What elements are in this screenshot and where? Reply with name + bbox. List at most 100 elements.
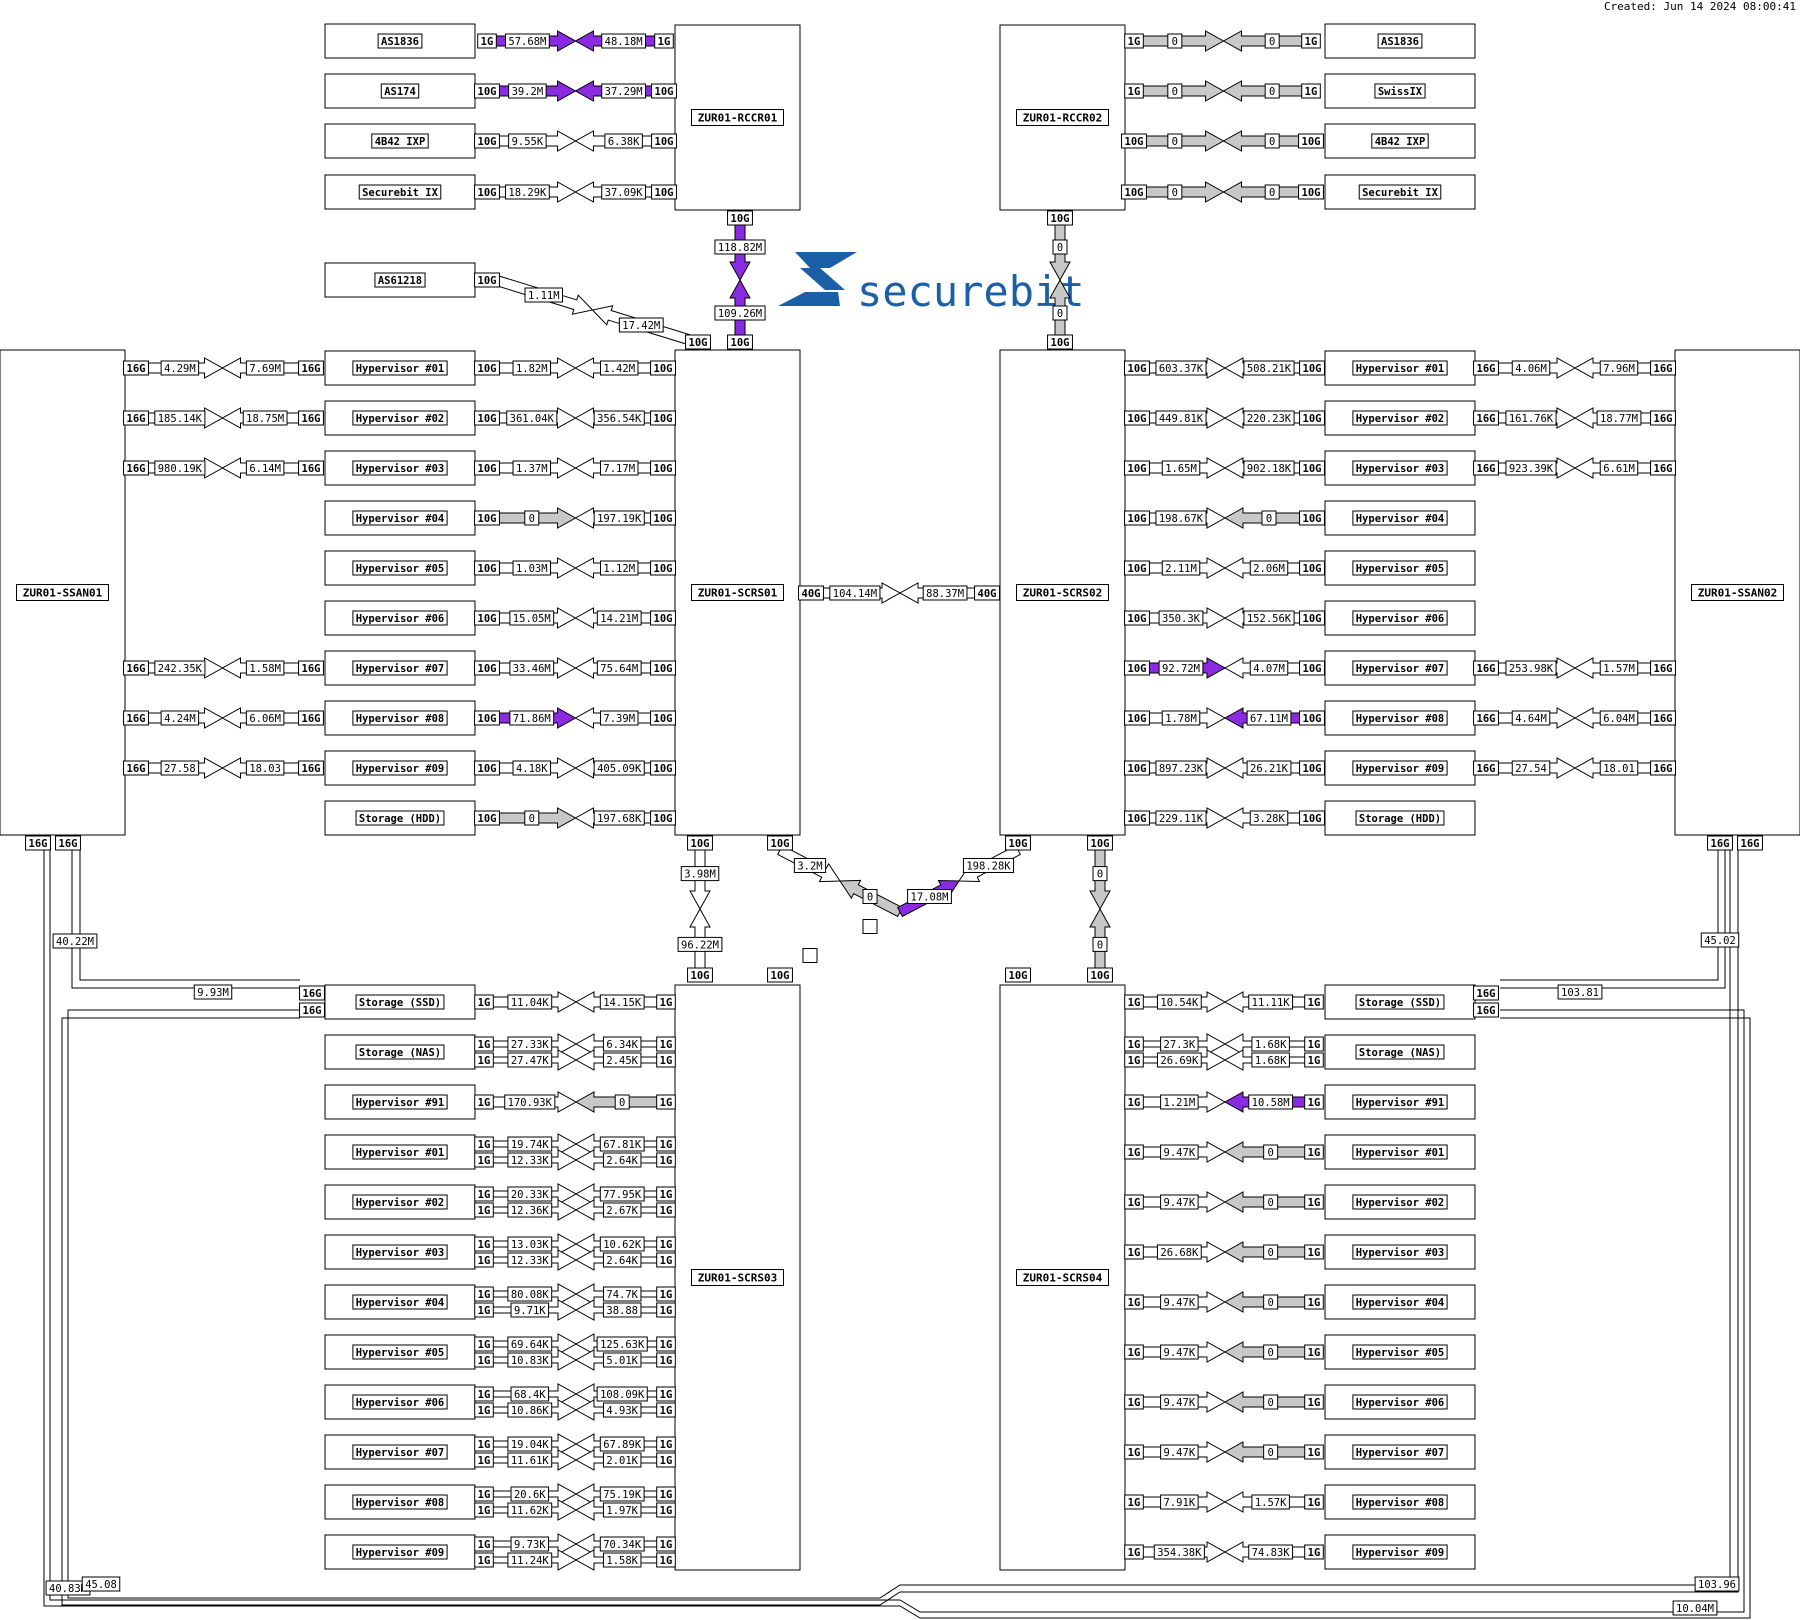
svg-text:11.61K: 11.61K: [511, 1455, 550, 1467]
peer-label: AS174: [380, 83, 420, 99]
port-speed-label: 16G: [1473, 410, 1499, 426]
port-speed-label: 1G: [1124, 1052, 1144, 1068]
svg-text:4.07M: 4.07M: [1253, 663, 1285, 675]
port-speed-label: 16G: [123, 760, 149, 776]
link-rccr02-2[interactable]: [1134, 130, 1313, 152]
svg-text:1G: 1G: [1308, 1197, 1321, 1209]
peer-as1836[interactable]: [324, 23, 476, 59]
link-out-value: 242.35K: [154, 660, 206, 676]
svg-text:Hypervisor #08: Hypervisor #08: [356, 713, 445, 725]
node-scrs04[interactable]: ZUR01-SCRS04: [999, 984, 1126, 1571]
svg-text:1G: 1G: [1308, 1347, 1321, 1359]
svg-text:10G: 10G: [1303, 363, 1322, 375]
svg-text:16G: 16G: [302, 763, 321, 775]
node-scrs03[interactable]: ZUR01-SCRS03: [674, 984, 801, 1571]
san-value: 9.93M: [193, 984, 233, 1000]
link-in-value: 6.61M: [1599, 460, 1639, 476]
svg-text:0: 0: [529, 513, 535, 525]
svg-text:10G: 10G: [1128, 463, 1147, 475]
svg-text:3.98M: 3.98M: [684, 869, 716, 881]
svg-text:4.06M: 4.06M: [1515, 363, 1547, 375]
port-speed-label: 10G: [727, 334, 753, 350]
node-ssan02[interactable]: ZUR01-SSAN02: [1674, 349, 1800, 836]
port-speed-label: 16G: [1737, 835, 1763, 851]
port-speed-label: 1G: [474, 1352, 494, 1368]
link-in-value: 1.42M: [599, 360, 639, 376]
link-out-value: 1.37M: [512, 460, 552, 476]
svg-text:18.77M: 18.77M: [1600, 413, 1638, 425]
peer-label: 4B42 IXP: [1371, 133, 1429, 149]
link-out-value: 161.76K: [1505, 410, 1557, 426]
svg-text:1G: 1G: [478, 1539, 491, 1551]
port-speed-label: 10G: [1121, 184, 1147, 200]
svg-text:5.01K: 5.01K: [606, 1355, 638, 1367]
svg-text:1G: 1G: [1308, 1055, 1321, 1067]
node-rccr02[interactable]: ZUR01-RCCR02: [999, 24, 1126, 211]
port-speed-label: 16G: [1473, 985, 1499, 1001]
svg-text:1.82M: 1.82M: [516, 363, 548, 375]
port-speed-label: 1G: [1124, 1144, 1144, 1160]
port-speed-label: 1G: [656, 1036, 676, 1052]
peer-label: Storage (NAS): [355, 1044, 445, 1060]
svg-text:1.12M: 1.12M: [603, 563, 635, 575]
port-speed-label: 16G: [1473, 360, 1499, 376]
link-out-value: 27.54: [1511, 760, 1551, 776]
port-speed-label: 1G: [656, 1452, 676, 1468]
link-scrs02-scrs03[interactable]: [896, 844, 1022, 918]
svg-text:1G: 1G: [660, 1155, 673, 1167]
link-rccr02-0[interactable]: [1134, 30, 1313, 52]
port-speed-label: 10G: [1124, 410, 1150, 426]
svg-text:10G: 10G: [654, 563, 673, 575]
svg-text:16G: 16G: [302, 663, 321, 675]
svg-text:10G: 10G: [1303, 763, 1322, 775]
svg-text:48.18M: 48.18M: [605, 36, 643, 48]
link-in-value: 0: [1263, 1344, 1279, 1360]
link-as61218[interactable]: [492, 274, 693, 346]
port-speed-label: 10G: [1124, 460, 1150, 476]
peer-label: Hypervisor #02: [1352, 1194, 1448, 1210]
svg-text:350.3K: 350.3K: [1162, 613, 1201, 625]
link-out-value: 33.46M: [509, 660, 555, 676]
port-speed-label: 1G: [1124, 1544, 1144, 1560]
link-out-value: 9.55K: [508, 133, 547, 149]
svg-text:10.58M: 10.58M: [1252, 1097, 1290, 1109]
link-scrs01-scrs04[interactable]: [777, 844, 903, 918]
port-speed-label: 10G: [1087, 967, 1113, 983]
port-speed-label: 10G: [651, 184, 677, 200]
svg-text:1G: 1G: [1128, 86, 1141, 98]
svg-text:1G: 1G: [660, 1139, 673, 1151]
svg-text:4.18K: 4.18K: [516, 763, 548, 775]
peer-R-1[interactable]: [1324, 1034, 1476, 1070]
svg-text:16G: 16G: [1477, 363, 1496, 375]
link-rccr02-3[interactable]: [1134, 181, 1313, 203]
link-rccr02-1[interactable]: [1134, 80, 1313, 102]
svg-text:15.05M: 15.05M: [513, 613, 551, 625]
san-loops[interactable]: [43, 850, 1751, 1619]
svg-text:10G: 10G: [478, 136, 497, 148]
peer-label: Hypervisor #06: [352, 610, 448, 626]
svg-text:38.88: 38.88: [606, 1305, 638, 1317]
svg-text:71.86M: 71.86M: [513, 713, 551, 725]
link-in-value: 1.68K: [1251, 1052, 1290, 1068]
svg-text:1G: 1G: [1128, 36, 1141, 48]
link-out-value: 9.47K: [1160, 1394, 1199, 1410]
node-ssan01[interactable]: ZUR01-SSAN01: [0, 349, 126, 836]
link-in-value: 197.19K: [593, 510, 645, 526]
svg-text:ZUR01-SCRS03: ZUR01-SCRS03: [698, 1272, 777, 1285]
svg-text:16G: 16G: [1741, 838, 1760, 850]
port-speed-label: 1G: [656, 1152, 676, 1168]
port-speed-label: 1G: [656, 1402, 676, 1418]
svg-text:10G: 10G: [478, 275, 497, 287]
svg-text:Storage (HDD): Storage (HDD): [359, 813, 441, 825]
node-scrs01[interactable]: ZUR01-SCRS01: [674, 349, 801, 836]
node-scrs02[interactable]: ZUR01-SCRS02: [999, 349, 1126, 836]
peer-R-5[interactable]: [1324, 1234, 1476, 1270]
link-b-value: [862, 919, 878, 934]
svg-text:1G: 1G: [1308, 1497, 1321, 1509]
svg-text:10G: 10G: [1303, 463, 1322, 475]
port-speed-label: 16G: [123, 660, 149, 676]
peer-label: Hypervisor #03: [1352, 1244, 1448, 1260]
node-rccr01[interactable]: ZUR01-RCCR01: [674, 24, 801, 211]
port-speed-label: 16G: [1650, 410, 1676, 426]
peer-L-5[interactable]: [324, 1234, 476, 1270]
